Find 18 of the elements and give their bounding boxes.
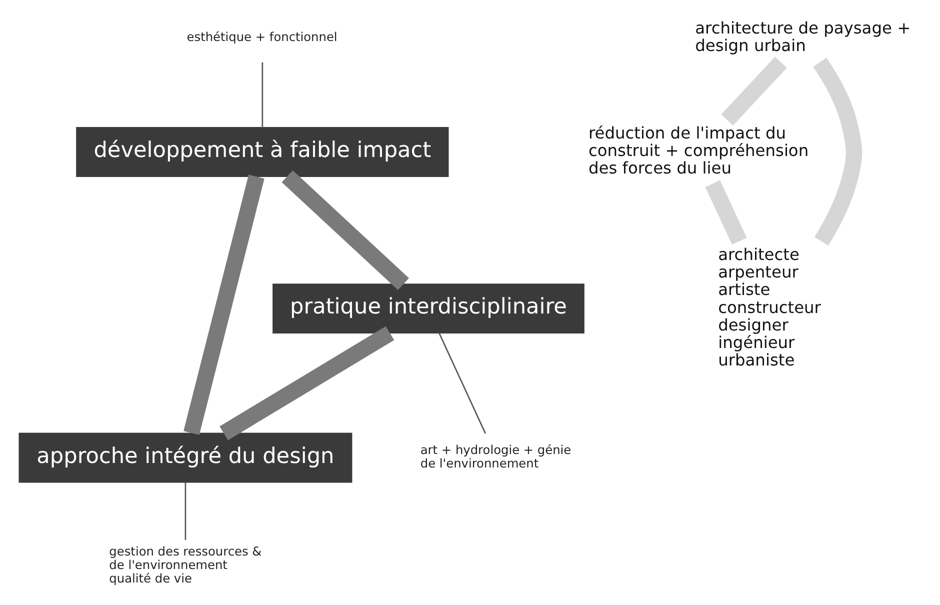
node-box: pratique interdisciplinaire — [272, 284, 584, 334]
connector — [220, 326, 394, 440]
node-text: art + hydrologie + génie de l'environnement — [420, 442, 572, 470]
connector — [282, 170, 409, 290]
connector — [184, 174, 264, 436]
node-text: architecture de paysage + design urbain — [695, 18, 911, 55]
node-box: développement à faible impact — [76, 126, 449, 177]
node-text: gestion des ressources & de l'environnement qualité de vie — [109, 544, 262, 586]
connector — [438, 333, 486, 434]
node-text: architecte arpenteur artiste constructeur designer ingénieur urbaniste — [718, 245, 821, 370]
connector — [813, 58, 862, 246]
node-text: réduction de l'impact du construit + compréhension des forces du lieu — [588, 124, 809, 178]
connector — [262, 62, 264, 128]
connector — [184, 482, 186, 540]
node-box: approche intégré du design — [18, 432, 352, 483]
node-text: esthétique + fonctionnel — [186, 30, 338, 44]
connector — [705, 180, 747, 245]
connector — [721, 56, 787, 126]
